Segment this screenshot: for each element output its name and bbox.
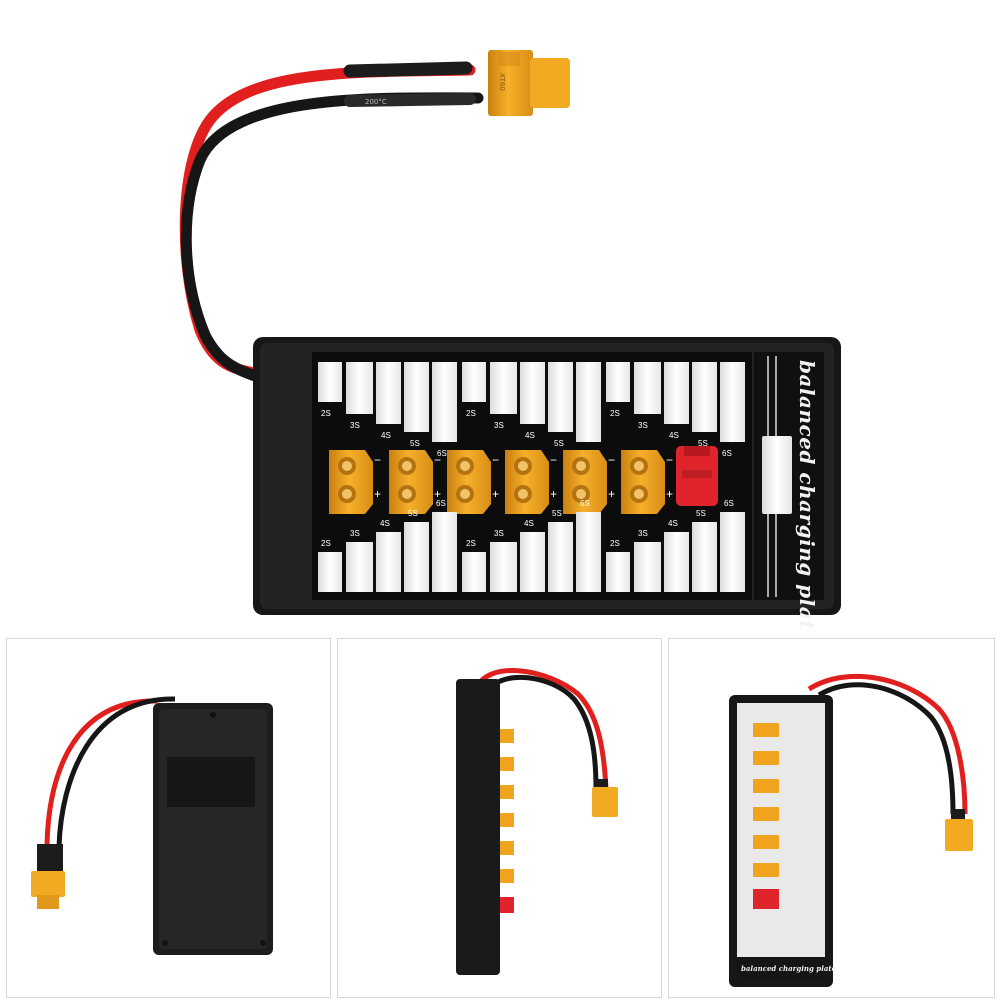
power-cable: 200°C [179,61,484,382]
xt60-socket-row: − + − + − + − + − + [329,446,718,514]
svg-text:6S: 6S [722,449,732,458]
thumbnail-front-angle-view: balanced charging plate [668,638,995,998]
svg-text:+: + [666,487,673,501]
svg-text:−: − [550,453,557,467]
xt60-plug: XT60 [488,50,570,116]
bottom-balance-ports [318,512,745,592]
svg-text:6S: 6S [580,499,590,508]
svg-text:3S: 3S [494,529,504,538]
bottom-cell-labels: 2S 3S 4S 5S 6S 2S 3S 4S 5S 6S 2S 3S 4S 5… [321,499,734,548]
svg-text:2S: 2S [466,539,476,548]
svg-text:5S: 5S [410,439,420,448]
xt60-socket: − + [563,450,615,514]
svg-text:+: + [492,487,499,501]
svg-text:3S: 3S [494,421,504,430]
back-view-illustration [31,696,273,955]
svg-text:−: − [666,453,673,467]
xt60-socket: − + [447,450,499,514]
svg-text:6S: 6S [437,449,447,458]
svg-text:4S: 4S [668,519,678,528]
xt60-socket: − + [621,450,673,514]
svg-text:+: + [550,487,557,501]
xt60-socket: − + [329,450,381,514]
svg-text:2S: 2S [321,539,331,548]
svg-text:4S: 4S [381,431,391,440]
top-cell-labels: 2S 3S 4S 5S 6S 2S 3S 4S 5S 6S 2S 3S 4S 5… [321,409,732,458]
svg-text:+: + [434,487,441,501]
svg-text:2S: 2S [610,409,620,418]
svg-text:2S: 2S [321,409,331,418]
svg-text:3S: 3S [638,421,648,430]
xt60-socket: − + [389,450,441,514]
red-t-plug-socket [676,446,718,506]
svg-text:6S: 6S [724,499,734,508]
brand-label: balanced charging plate [795,360,819,630]
svg-text:5S: 5S [554,439,564,448]
svg-text:2S: 2S [610,539,620,548]
svg-text:3S: 3S [350,421,360,430]
main-view: 200°C XT60 balanced charging plate [179,50,841,643]
svg-text:−: − [374,453,381,467]
thumbnail-back-view [6,638,331,998]
svg-text:−: − [608,453,615,467]
svg-text:6S: 6S [436,499,446,508]
front-angle-view-illustration: balanced charging plate [729,673,973,987]
xt60-socket: − + [505,450,557,514]
svg-text:5S: 5S [552,509,562,518]
svg-text:3S: 3S [638,529,648,538]
svg-text:2S: 2S [466,409,476,418]
svg-text:4S: 4S [380,519,390,528]
svg-text:4S: 4S [524,519,534,528]
svg-text:4S: 4S [525,431,535,440]
svg-text:+: + [374,487,381,501]
svg-text:5S: 5S [696,509,706,518]
svg-text:3S: 3S [350,529,360,538]
thumb-brand-label: balanced charging plate [741,964,837,973]
xt60-marking: XT60 [498,73,506,91]
svg-text:−: − [492,453,499,467]
cable-rating-text: 200°C [365,98,387,106]
svg-text:5S: 5S [408,509,418,518]
svg-text:+: + [608,487,615,501]
svg-text:4S: 4S [669,431,679,440]
side-view-illustration [456,668,618,975]
svg-text:5S: 5S [698,439,708,448]
thumbnail-side-view [337,638,662,998]
svg-text:−: − [434,453,441,467]
top-balance-ports [318,362,745,442]
